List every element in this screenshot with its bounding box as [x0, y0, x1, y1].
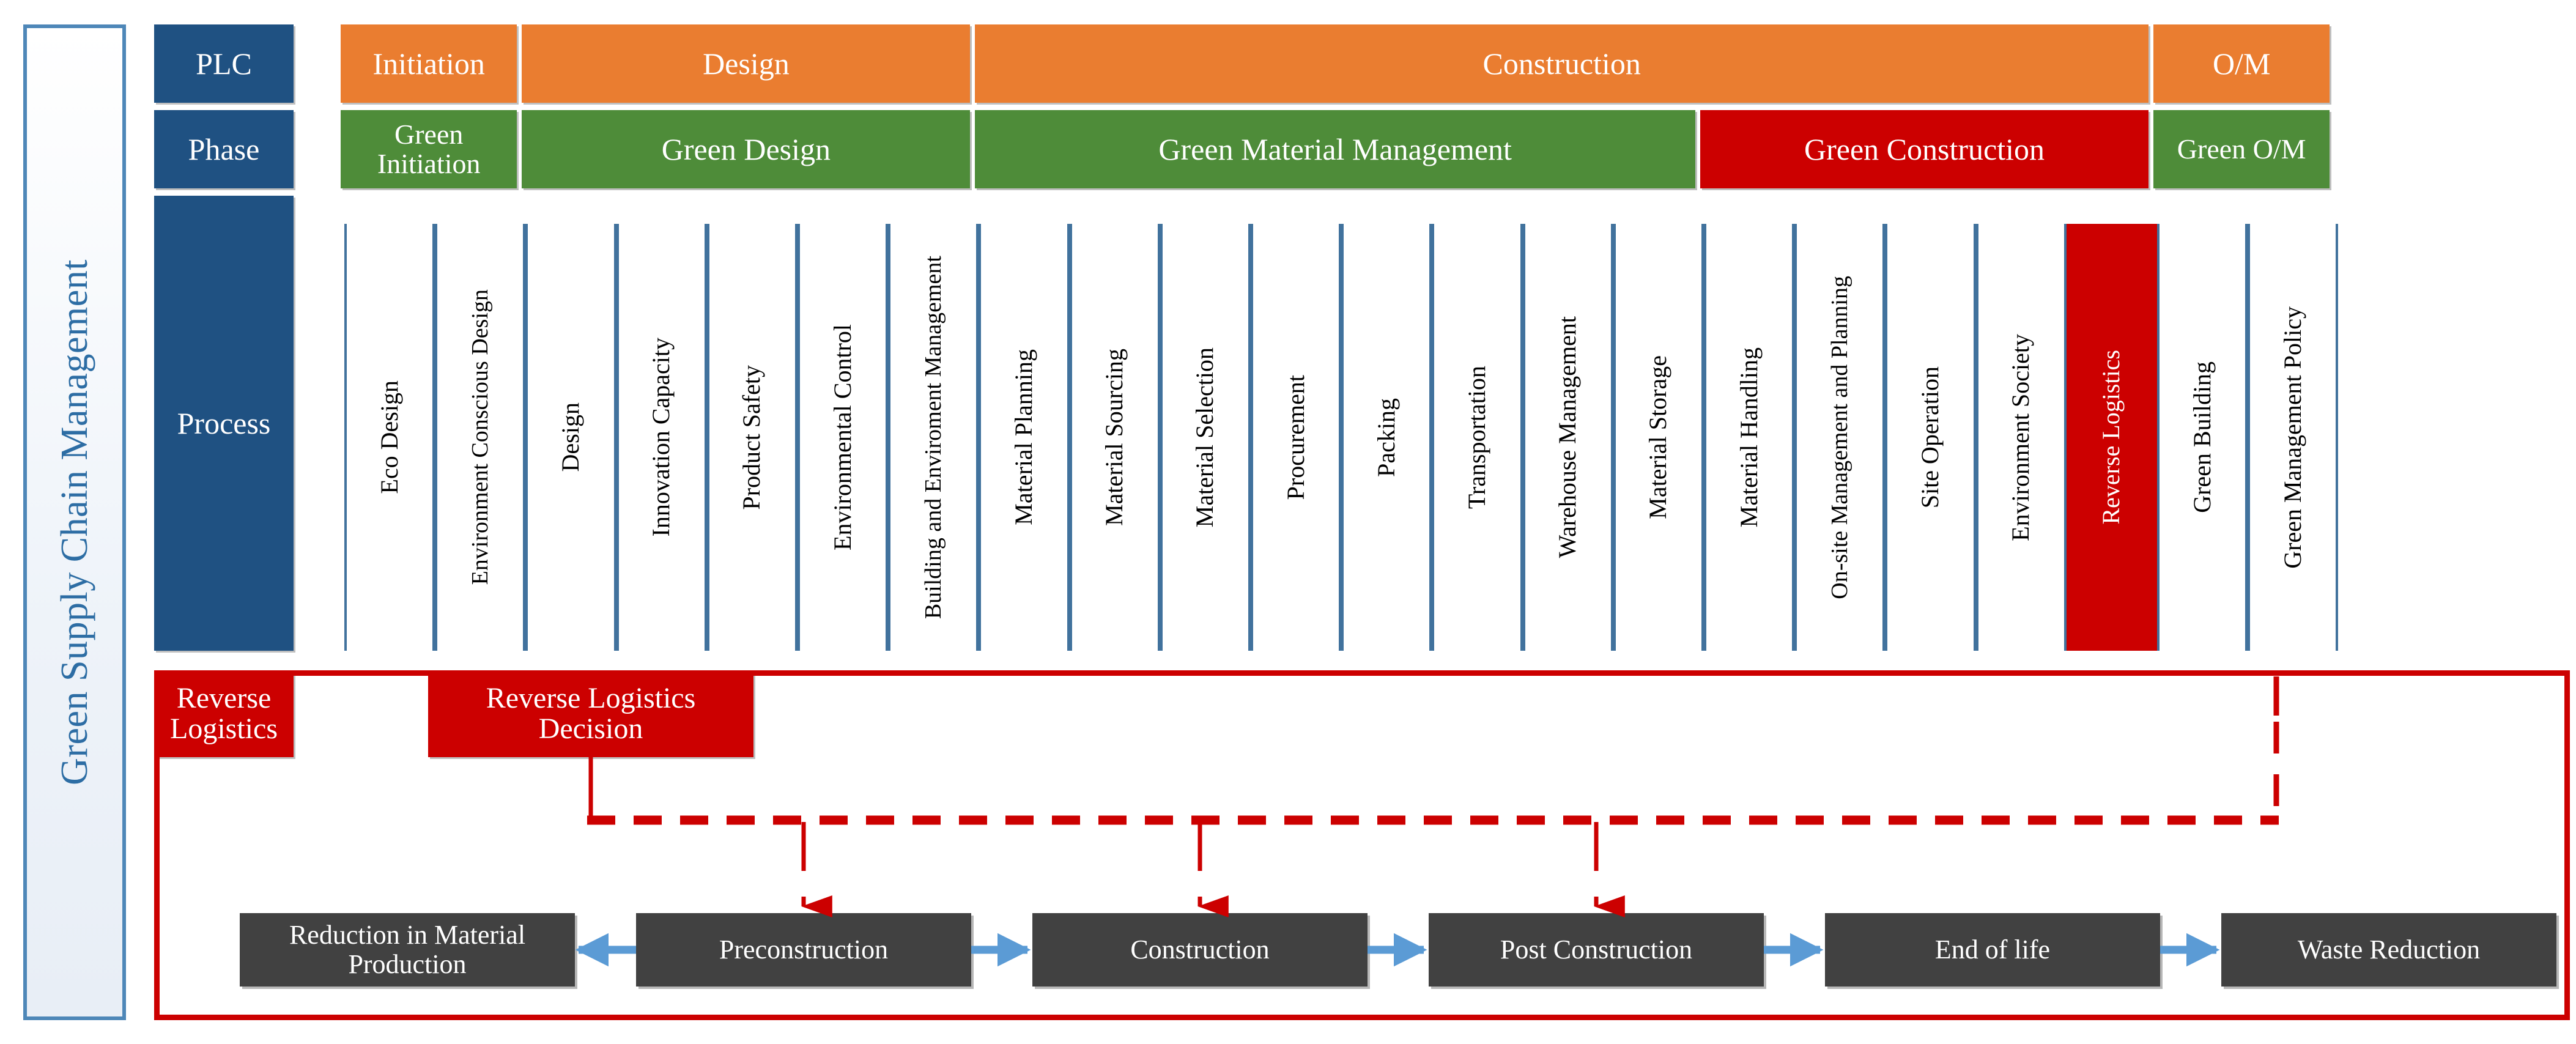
gscm-vertical-title: Green Supply Chain Management	[23, 24, 126, 1020]
phase-cell-green-material-management: Green Material Management	[975, 110, 1695, 188]
process-column-design: Design	[525, 224, 616, 651]
flow-box-preconstruction: Preconstruction	[636, 913, 971, 987]
row-label-process: Process	[154, 196, 294, 651]
phase-cell-green-construction: Green Construction	[1700, 110, 2149, 188]
process-column-green-building: Green Building	[2157, 224, 2248, 651]
plc-cell-o-m: O/M	[2153, 24, 2330, 103]
row-label-phase: Phase	[154, 110, 294, 188]
flow-box-end-of-life: End of life	[1825, 913, 2160, 987]
process-column-on-site-management-and-planning: On-site Management and Planning	[1794, 224, 1886, 651]
process-column-material-handling: Material Handling	[1704, 224, 1795, 651]
flow-box-label: Reduction in Material Production	[289, 920, 526, 979]
flow-box-label: Preconstruction	[719, 935, 889, 965]
flow-box-waste-reduction: Waste Reduction	[2221, 913, 2556, 987]
phase-cell-green-design: Green Design	[522, 110, 971, 188]
process-column-environmental-control: Environmental Control	[798, 224, 889, 651]
phase-cell-label: Green Design	[661, 132, 831, 166]
process-column-label: Material Selection	[1191, 347, 1219, 528]
phase-cell-label: Green Construction	[1804, 132, 2045, 166]
process-column-eco-design: Eco Design	[344, 224, 435, 651]
row-label-reverse-logistics: Reverse Logistics	[154, 670, 294, 757]
process-column-label: Material Sourcing	[1100, 349, 1128, 526]
plc-cell-construction: Construction	[975, 24, 2149, 103]
row-label-process-text: Process	[177, 406, 271, 440]
process-column-label: Site Operation	[1916, 366, 1944, 509]
process-column-label: Environmental Control	[828, 324, 856, 550]
process-column-label: Material Planning	[1010, 349, 1038, 525]
process-column-environment-conscious-design: Environment Conscious Design	[435, 224, 526, 651]
phase-cell-label: Green Initiation	[377, 119, 481, 179]
process-column-label: Environment Conscious Design	[467, 289, 493, 585]
gscm-title-label: Green Supply Chain Management	[53, 259, 95, 785]
process-column-label: Design	[557, 402, 585, 472]
flow-box-post-construction: Post Construction	[1429, 913, 1764, 987]
plc-cell-label: Initiation	[372, 46, 485, 81]
flow-box-label: Post Construction	[1500, 935, 1693, 965]
reverse-logistics-decision-text: Reverse Logistics Decision	[486, 682, 696, 745]
process-column-warehouse-management: Warehouse Management	[1522, 224, 1613, 651]
process-column-green-management-policy: Green Management Policy	[2248, 224, 2339, 651]
process-column-label: Building and Enviroment Management	[920, 255, 946, 620]
process-column-label: Material Storage	[1644, 355, 1672, 519]
plc-cell-label: Design	[703, 46, 790, 81]
process-column-innovation-capacity: Innovation Capacity	[616, 224, 707, 651]
process-column-site-operation: Site Operation	[1885, 224, 1976, 651]
process-column-building-and-enviroment-management: Building and Enviroment Management	[888, 224, 979, 651]
phase-cell-label: Green Material Management	[1158, 132, 1512, 166]
flow-box-reduction-in-material-production: Reduction in Material Production	[240, 913, 575, 987]
process-column-product-safety: Product Safety	[706, 224, 798, 651]
process-column-label: Transportation	[1463, 365, 1491, 509]
flow-box-construction: Construction	[1032, 913, 1368, 987]
process-column-transportation: Transportation	[1432, 224, 1523, 651]
process-column-label: Green Management Policy	[2278, 306, 2306, 569]
plc-cell-label: O/M	[2212, 46, 2271, 81]
row-label-phase-text: Phase	[188, 132, 260, 166]
process-column-label: Eco Design	[375, 380, 403, 494]
row-label-plc-text: PLC	[196, 46, 252, 81]
process-column-procurement: Procurement	[1251, 224, 1342, 651]
row-label-reverse-logistics-text: Reverse Logistics	[170, 682, 278, 745]
process-column-label: Environment Society	[2007, 333, 2035, 541]
phase-cell-label: Green O/M	[2177, 133, 2306, 165]
process-column-label: Reverse Logistics	[2097, 350, 2125, 525]
process-column-material-selection: Material Selection	[1160, 224, 1251, 651]
process-column-label: Innovation Capacity	[647, 338, 675, 537]
process-column-environment-society: Environment Society	[1975, 224, 2067, 651]
reverse-logistics-region	[154, 670, 2570, 1020]
row-label-plc: PLC	[154, 24, 294, 103]
process-column-material-storage: Material Storage	[1613, 224, 1704, 651]
plc-cell-design: Design	[522, 24, 971, 103]
reverse-logistics-decision-box: Reverse Logistics Decision	[428, 670, 753, 757]
process-column-label: Material Handling	[1734, 347, 1763, 528]
flow-box-label: Waste Reduction	[2297, 935, 2481, 965]
flow-box-label: Construction	[1130, 935, 1270, 965]
process-column-material-planning: Material Planning	[979, 224, 1070, 651]
plc-cell-label: Construction	[1482, 46, 1641, 81]
phase-cell-green-o-m: Green O/M	[2153, 110, 2330, 188]
process-column-label: Warehouse Management	[1553, 316, 1582, 558]
process-column-label: On-site Management and Planning	[1826, 275, 1852, 599]
process-column-label: Product Safety	[738, 365, 766, 510]
process-column-label: Procurement	[1281, 374, 1309, 500]
process-column-packing: Packing	[1341, 224, 1432, 651]
process-column-material-sourcing: Material Sourcing	[1069, 224, 1160, 651]
process-column-reverse-logistics: Reverse Logistics	[2066, 224, 2157, 651]
flow-box-label: End of life	[1934, 935, 2051, 965]
plc-cell-initiation: Initiation	[341, 24, 517, 103]
phase-cell-green-initiation: Green Initiation	[341, 110, 517, 188]
process-column-label: Green Building	[2188, 361, 2216, 513]
process-column-label: Packing	[1372, 398, 1400, 477]
